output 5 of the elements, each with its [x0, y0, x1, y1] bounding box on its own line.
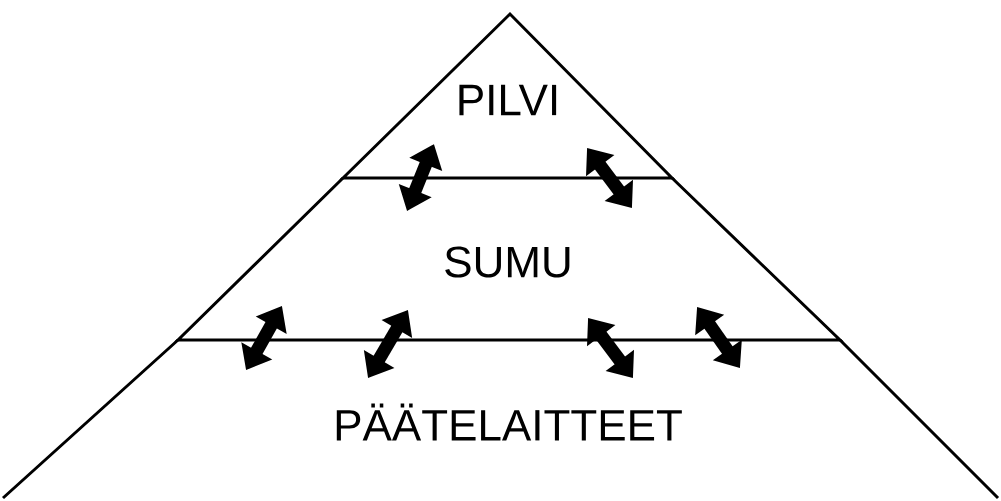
pyramid-layer: PÄÄTELAITTEET [1, 338, 1000, 500]
double-arrow [695, 307, 742, 368]
double-arrow [587, 318, 634, 378]
pyramid-layer: SUMU [174, 176, 844, 342]
double-arrow [586, 148, 633, 208]
